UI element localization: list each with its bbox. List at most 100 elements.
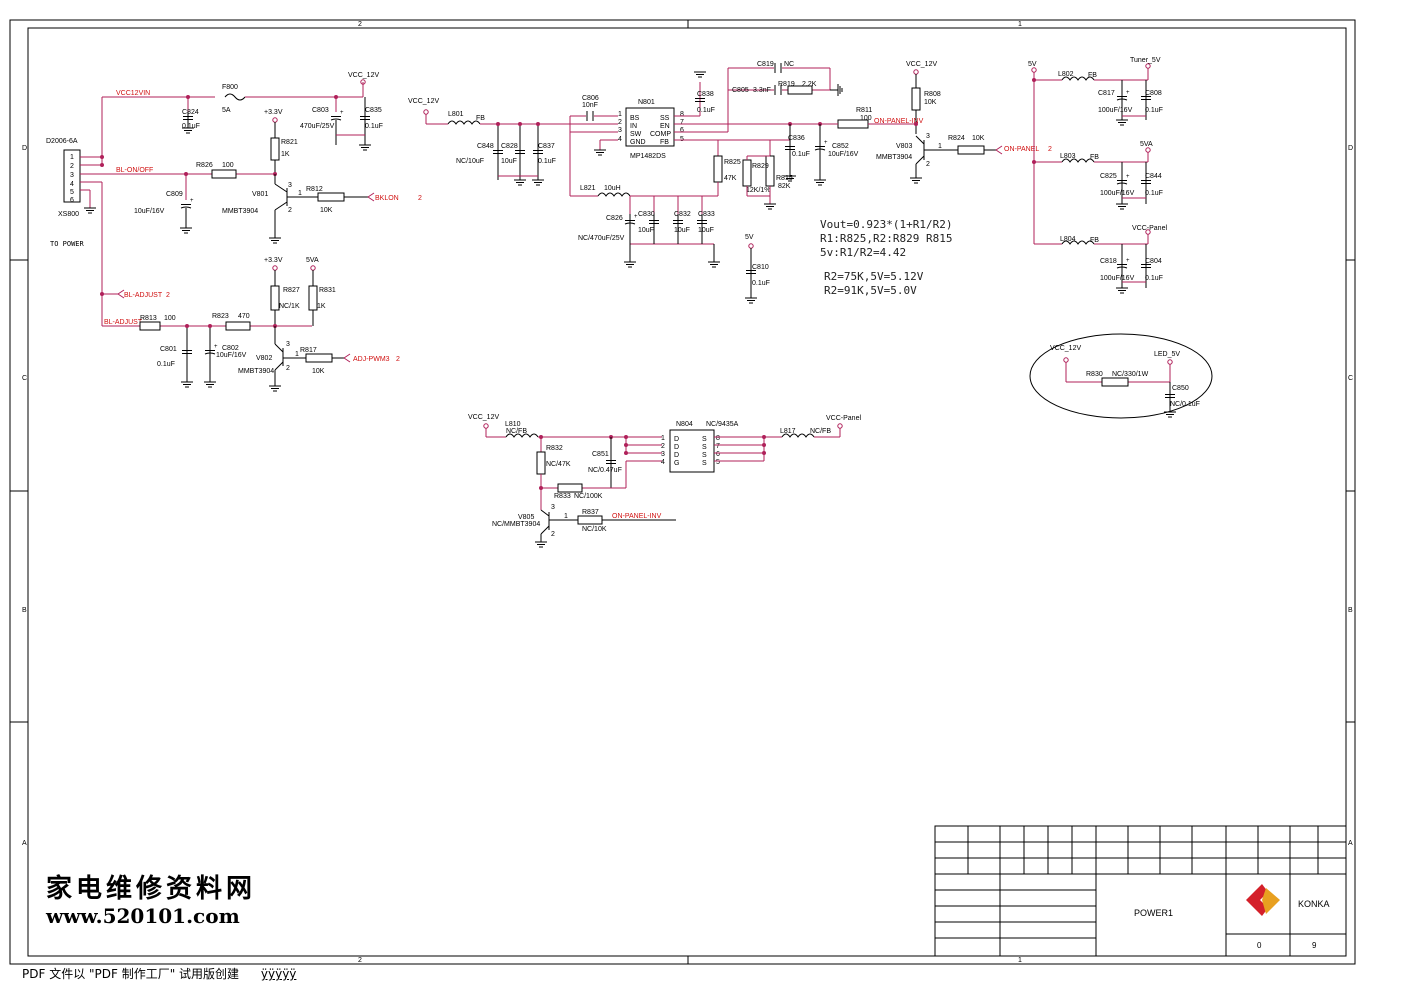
ind-l802-value: FB: [1088, 72, 1097, 79]
cap-c826-ref: C826: [606, 215, 623, 222]
v801-pin-b: 1: [298, 190, 302, 197]
net-on-panel-inv-2: ON-PANEL-INV: [612, 513, 662, 520]
net-bklon: BKLON: [375, 195, 399, 202]
port-bl-adjust-sheet: 2: [166, 292, 170, 299]
resistor-r823: [225, 321, 251, 331]
transistor-v801-ref: V801: [252, 191, 268, 198]
inductor-l810: [505, 433, 539, 438]
transistor-v802: [274, 326, 344, 386]
res-r823-ref: R823: [212, 313, 229, 320]
v805-pin-e: 2: [551, 531, 555, 538]
svg-text:D: D: [674, 444, 679, 451]
res-r827-ref: R827: [283, 287, 300, 294]
resistor-r825: [713, 155, 723, 183]
cap-c806-value: 10nF: [582, 102, 598, 109]
svg-text:5A: 5A: [222, 107, 231, 114]
transistor-v805-part: NC/MMBT3904: [492, 521, 540, 528]
svg-text:5v:R1/R2=4.42: 5v:R1/R2=4.42: [820, 246, 906, 259]
resistor-r833: [557, 483, 583, 493]
net-on-panel: ON-PANEL: [1004, 146, 1039, 153]
transistor-v801: [274, 174, 318, 238]
resistor-r827: [270, 285, 280, 311]
cap-c836-value: 0.1uF: [792, 151, 810, 158]
led-note-ellipse: [1029, 333, 1213, 419]
res-r817-value: 10K: [312, 368, 325, 375]
svg-text:2: 2: [661, 443, 665, 450]
cap-c852-value: 10uF/16V: [828, 151, 859, 158]
res-r821-ref: R821: [281, 139, 298, 146]
transistor-v805-ref: V805: [518, 514, 534, 521]
res-r821-value: 1K: [281, 151, 290, 158]
ind-l804-value: FB: [1090, 237, 1099, 244]
pdf-footer-link[interactable]: ÿÿÿÿÿ: [260, 967, 297, 981]
res-r813-ref: R813: [140, 315, 157, 322]
cap-c826-value: NC/470uF/25V: [578, 235, 625, 242]
transistor-v802-ref: V802: [256, 355, 272, 362]
svg-text:S: S: [702, 436, 707, 443]
net-led5v: LED_5V: [1154, 351, 1180, 358]
svg-text:D: D: [674, 452, 679, 459]
svg-text:GND: GND: [630, 139, 646, 146]
fuse-f800: F800 5A: [222, 84, 246, 114]
svg-text:NC/9435A: NC/9435A: [706, 421, 739, 428]
res-r833-ref: R833: [554, 493, 571, 500]
svg-text:S: S: [702, 452, 707, 459]
res-r829-value: 12K/1%: [746, 187, 771, 194]
net-vcc12v-c: VCC_12V: [906, 61, 937, 68]
net-bl-onoff: BL-ON/OFF: [116, 167, 153, 174]
zone-letter-left-c: C: [22, 375, 27, 382]
inductor-l804: [1061, 240, 1095, 245]
cap-c832-value: 10uF: [674, 227, 690, 234]
v802-pin-c: 3: [286, 341, 290, 348]
svg-text:G: G: [674, 460, 679, 467]
zone-number-bottom-2: 2: [358, 957, 362, 964]
res-r830-ref: R830: [1086, 371, 1103, 378]
cap-c803-ref: C803: [312, 107, 329, 114]
drawing-frame: [27, 27, 1347, 957]
ind-l817-ref: L817: [780, 428, 796, 435]
sheet-border: [9, 19, 1356, 965]
res-r827-value: NC/1K: [279, 303, 300, 310]
zone-number-bottom-1: 1: [1018, 957, 1022, 964]
ind-l801-ref: L801: [448, 111, 464, 118]
svg-text:7: 7: [716, 443, 720, 450]
svg-text:6: 6: [716, 451, 720, 458]
net-tuner5v: Tuner_5V: [1130, 57, 1161, 64]
zone-letter-left-a: A: [22, 840, 27, 847]
zone-letter-right-a: A: [1348, 840, 1353, 847]
v803-pin-e: 2: [926, 161, 930, 168]
transistor-v805: [540, 509, 676, 542]
cap-c835-ref: C835: [365, 107, 382, 114]
svg-text:6: 6: [70, 197, 74, 204]
res-r826-value: 100: [222, 162, 234, 169]
cap-c852-ref: C852: [832, 143, 849, 150]
cap-c850-ref: C850: [1172, 385, 1189, 392]
resistor-r819: [787, 85, 813, 95]
res-r812-ref: R812: [306, 186, 323, 193]
res-r819-value: 2.2K: [802, 81, 817, 88]
svg-text:S: S: [702, 460, 707, 467]
cap-c804-ref: C804: [1145, 258, 1162, 265]
resistor-r831: [308, 285, 318, 311]
svg-text:4: 4: [618, 136, 622, 143]
cap-c802-value: 10uF/16V: [216, 352, 247, 359]
svg-text:F800: F800: [222, 84, 238, 91]
to-power-caption: TO POWER: [50, 240, 85, 248]
svg-text:SS: SS: [660, 115, 670, 122]
resistor-r826: [211, 169, 237, 179]
net-vcc12v-b: VCC_12V: [408, 98, 439, 105]
net-5va-a: 5VA: [306, 257, 319, 264]
svg-text:R2=75K,5V=5.12V: R2=75K,5V=5.12V: [824, 270, 924, 283]
svg-text:D: D: [674, 436, 679, 443]
res-r823-value: 470: [238, 313, 250, 320]
ic-n801: N801 MP1482DS 1 2 3 4 BS IN SW GND SS EN…: [618, 99, 684, 160]
res-r819-ref: R819: [778, 81, 795, 88]
res-r833-value: NC/100K: [574, 493, 603, 500]
svg-text:5: 5: [716, 459, 720, 466]
ind-l801-value: FB: [476, 115, 485, 122]
zone-letter-right-d: D: [1348, 145, 1353, 152]
v802-pin-b: 1: [295, 351, 299, 358]
res-r837-ref: R837: [582, 509, 599, 516]
res-r811-value: 100: [860, 115, 872, 122]
res-r829-ref: R829: [752, 163, 769, 170]
